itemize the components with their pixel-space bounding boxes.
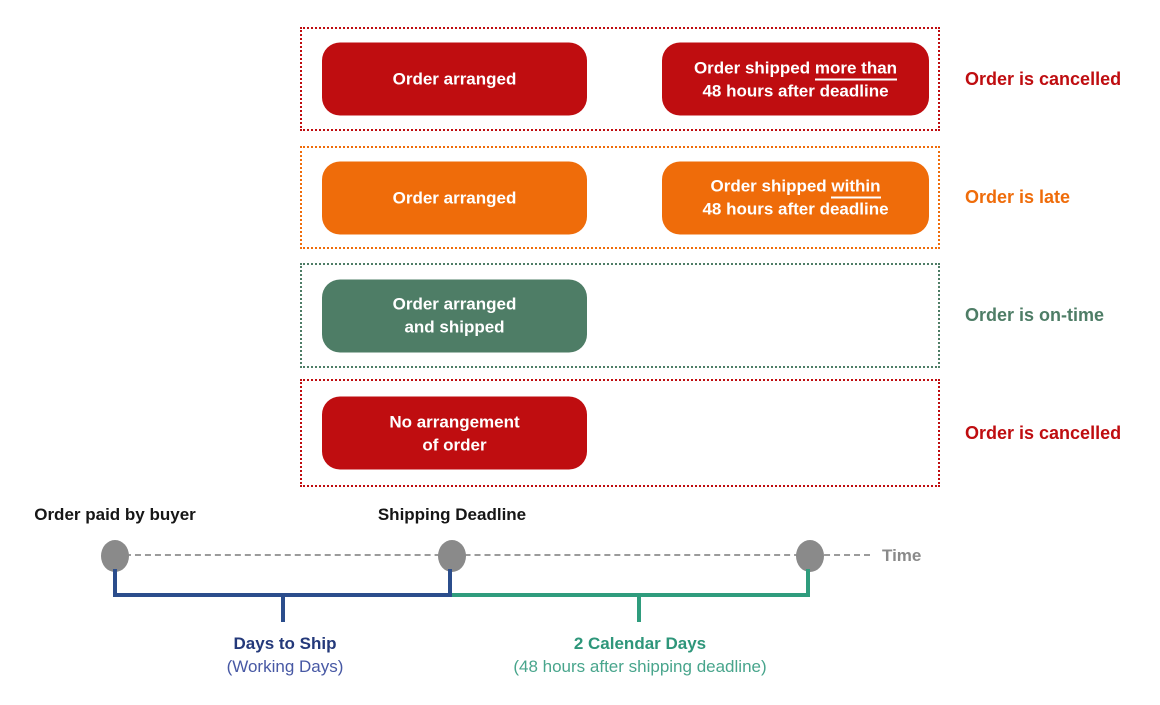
stage-box-order-arranged: Order arranged bbox=[322, 161, 587, 234]
milestone-label-shipping-deadline: Shipping Deadline bbox=[377, 505, 527, 524]
stage-box-label-line2: 48 hours after deadline bbox=[702, 81, 889, 100]
days-to-ship-label: Days to Ship (Working Days) bbox=[180, 632, 390, 678]
stage-box-label-line1: No arrangement bbox=[389, 412, 520, 431]
calendar-days-title: 2 Calendar Days bbox=[573, 634, 707, 653]
stage-box-shipped-after-48h: Order shipped more than 48 hours after d… bbox=[662, 42, 929, 116]
stage-box-shipped-within-48h: Order shipped within 48 hours after dead… bbox=[662, 161, 929, 234]
calendar-days-subtitle: (48 hours after shipping deadline) bbox=[513, 657, 767, 676]
scenario-row-cancelled-late: Order arranged Order shipped more than 4… bbox=[300, 27, 940, 131]
time-axis-dashed-line bbox=[115, 554, 870, 556]
outcome-label-cancelled-1: Order is cancelled bbox=[965, 68, 1122, 89]
outcome-label-late: Order is late bbox=[965, 187, 1071, 207]
stage-box-label-line1: Order shipped more than bbox=[694, 56, 898, 80]
underlined-text: within bbox=[831, 176, 881, 199]
stage-box-label-line1: Order shipped within bbox=[710, 175, 881, 199]
calendar-days-label: 2 Calendar Days (48 hours after shipping… bbox=[470, 632, 810, 678]
timeline-dot-shipping-deadline bbox=[438, 540, 466, 572]
calendar-days-bracket-bar bbox=[452, 593, 810, 597]
days-to-ship-subtitle: (Working Days) bbox=[226, 657, 344, 676]
outcome-label-cancelled-2: Order is cancelled bbox=[965, 422, 1122, 443]
underlined-text: more than bbox=[814, 58, 898, 80]
stage-box-order-arranged: Order arranged bbox=[322, 42, 587, 116]
calendar-days-bracket-tick bbox=[637, 595, 641, 622]
scenario-row-cancelled-noarrange: No arrangement of order bbox=[300, 379, 940, 487]
stage-box-label-line2: and shipped bbox=[404, 317, 505, 337]
milestone-label-order-paid: Order paid by buyer bbox=[34, 505, 196, 524]
days-to-ship-bracket-tick bbox=[281, 595, 285, 622]
time-axis-label: Time bbox=[882, 546, 922, 565]
days-to-ship-title: Days to Ship bbox=[233, 634, 337, 653]
scenario-row-late: Order arranged Order shipped within 48 h… bbox=[300, 146, 940, 249]
stage-box-label-line1: Order arranged bbox=[392, 294, 517, 314]
stage-box-label-line2: of order bbox=[422, 435, 487, 454]
calendar-days-bracket-right bbox=[806, 569, 810, 595]
stage-box-label-line2: 48 hours after deadline bbox=[702, 199, 889, 219]
timeline-dot-order-paid bbox=[101, 540, 129, 572]
days-to-ship-bracket-right bbox=[448, 569, 452, 595]
timeline-dot-48h-limit bbox=[796, 540, 824, 572]
scenario-row-ontime: Order arranged and shipped bbox=[300, 263, 940, 368]
stage-box-no-arrangement: No arrangement of order bbox=[322, 396, 587, 470]
stage-box-arranged-and-shipped: Order arranged and shipped bbox=[322, 279, 587, 352]
stage-box-label: Order arranged bbox=[392, 188, 517, 207]
stage-box-label: Order arranged bbox=[392, 69, 517, 89]
days-to-ship-bracket-left bbox=[113, 569, 117, 595]
outcome-label-ontime: Order is on-time bbox=[965, 305, 1105, 325]
